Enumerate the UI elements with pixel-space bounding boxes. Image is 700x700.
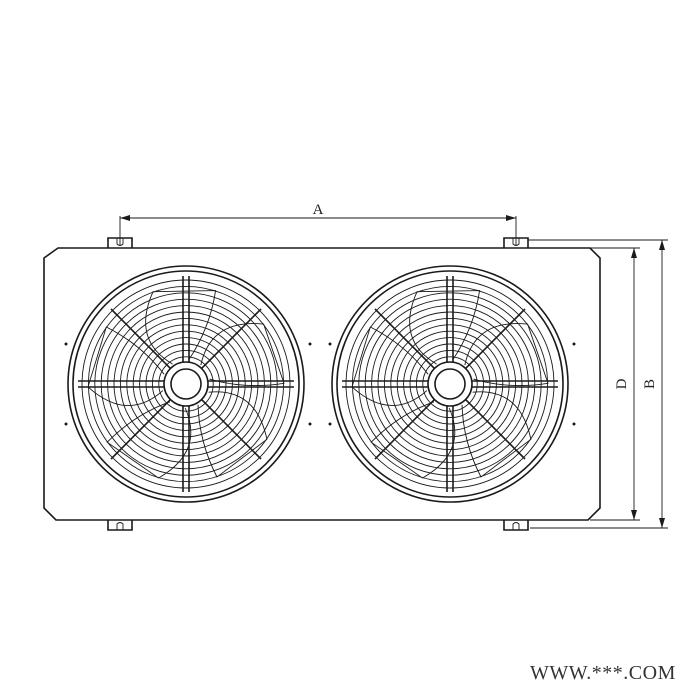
fan-ring-inner (336, 270, 564, 498)
fan-blade (370, 401, 456, 479)
guard-ring (345, 279, 555, 489)
guard-strut (201, 308, 262, 369)
bottom-right-bracket (503, 520, 529, 531)
right-fan (331, 265, 569, 503)
watermark: WWW.***.COM (530, 662, 676, 684)
guard-ring (87, 285, 285, 483)
guard-ring (415, 349, 485, 419)
fan-ring-outer (331, 265, 569, 503)
fan-blade (106, 401, 192, 479)
guard-strut (374, 399, 435, 460)
guard-ring (81, 279, 291, 489)
fan-ring-outer (67, 265, 305, 503)
dimension-a-label: A (313, 202, 324, 218)
guard-strut (201, 399, 262, 460)
dimension-d-label: D (614, 378, 630, 389)
fan-hub-inner (170, 368, 202, 400)
fan-hub-outer (427, 361, 473, 407)
fan-blade (461, 391, 532, 478)
guard-strut (110, 399, 171, 460)
left-fan (67, 265, 305, 503)
fan-blade (87, 326, 165, 406)
bottom-left-bracket (107, 520, 133, 531)
guard-strut (374, 308, 435, 369)
fan-blade (409, 290, 481, 365)
guard-ring (377, 311, 523, 457)
guard-ring (126, 324, 246, 444)
guard-ring (422, 356, 478, 412)
guard-ring (364, 298, 536, 470)
dimension-b-label: B (642, 379, 658, 389)
guard-ring (113, 311, 259, 457)
guard-ring (107, 305, 265, 463)
guard-ring (132, 330, 240, 438)
guard-ring (158, 356, 214, 412)
guard-ring (371, 305, 529, 463)
guard-ring (396, 330, 504, 438)
guard-strut (110, 308, 171, 369)
guard-ring (100, 298, 272, 470)
fan-ring-inner (72, 270, 300, 498)
guard-ring (119, 317, 253, 451)
fan-blade (464, 323, 549, 387)
fan-blade (145, 290, 217, 365)
guard-ring (151, 349, 221, 419)
guard-ring (145, 343, 227, 425)
housing-outline (43, 247, 601, 521)
dimension-b: B (528, 239, 668, 529)
guard-ring (351, 285, 549, 483)
screw-dots (64, 342, 576, 426)
guard-strut (465, 399, 526, 460)
fan-blade (200, 323, 285, 387)
fan-hub-outer (163, 361, 209, 407)
guard-ring (409, 343, 491, 425)
guard-ring (390, 324, 510, 444)
dimension-d: D (528, 247, 640, 521)
guard-ring (383, 317, 517, 451)
fan-hub-inner (434, 368, 466, 400)
guard-strut (465, 308, 526, 369)
dimension-a: A (119, 202, 517, 246)
fan-blade (351, 326, 429, 406)
fan-blade (197, 391, 268, 478)
